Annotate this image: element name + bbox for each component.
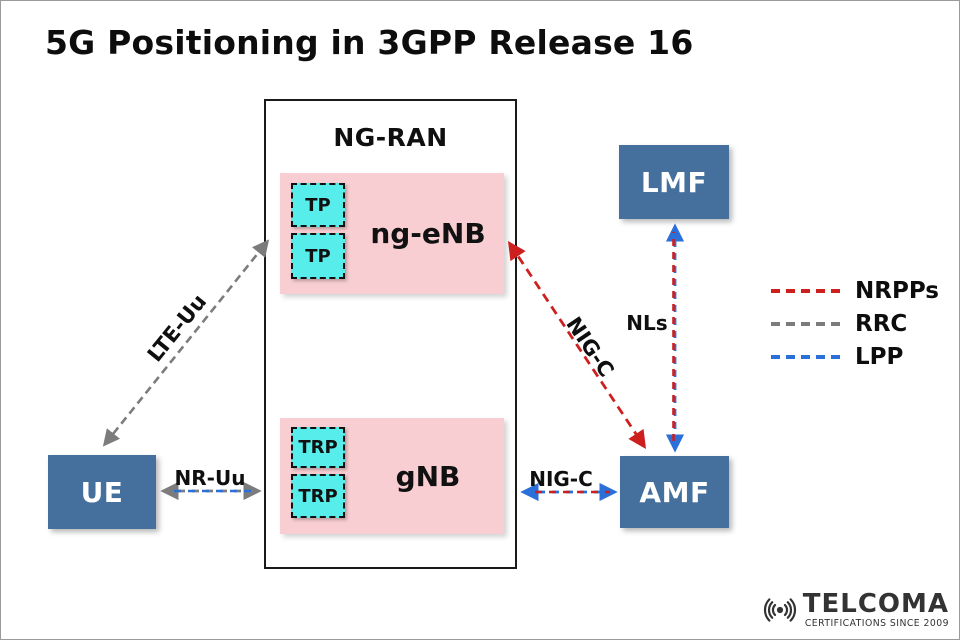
logo-brand: TELCOMA (802, 589, 949, 620)
lmf-node: LMF (619, 145, 729, 219)
legend-label-nrpps: NRPPs (855, 278, 939, 304)
ue-node: UE (48, 455, 156, 529)
ng-ran-container: NG-RAN TP TP ng-eNB TRP TRP gNB (264, 99, 517, 569)
nr-uu-label: NR-Uu (174, 466, 246, 490)
page-title: 5G Positioning in 3GPP Release 16 (45, 23, 694, 62)
logo-text: TELCOMA CERTIFICATIONS SINCE 2009 (803, 591, 949, 628)
trp-node-1: TRP (291, 427, 345, 468)
logo-tagline: CERTIFICATIONS SINCE 2009 (804, 618, 949, 630)
nig-c-horizontal-label: NIG-C (529, 467, 593, 491)
nig-c-diagonal-label: NIG-C (561, 312, 619, 382)
lpp-line-swatch (771, 355, 845, 359)
ng-ran-label: NG-RAN (333, 123, 448, 152)
legend-item-rrc: RRC (771, 311, 939, 337)
lte-uu-link (102, 239, 270, 447)
tp-node-1: TP (291, 183, 345, 227)
legend-label-rrc: RRC (855, 311, 908, 337)
legend-item-nrpps: NRPPs (771, 278, 939, 304)
nrpps-line-swatch (771, 289, 845, 293)
tp-node-2: TP (291, 233, 345, 279)
legend-item-lpp: LPP (771, 344, 939, 370)
rrc-line-swatch (771, 322, 845, 326)
gnb-label: gNB (395, 459, 461, 493)
legend-label-lpp: LPP (855, 344, 904, 370)
ng-enb-label: ng-eNB (370, 217, 486, 250)
telcoma-logo: TELCOMA CERTIFICATIONS SINCE 2009 (760, 590, 949, 630)
legend: NRPPs RRC LPP (771, 278, 939, 370)
lte-uu-label: LTE-Uu (142, 289, 212, 367)
trp-node-2: TRP (291, 474, 345, 518)
amf-node: AMF (620, 456, 729, 528)
radio-waves-icon (763, 598, 796, 622)
ng-enb-node: TP TP ng-eNB (280, 173, 504, 294)
gnb-node: TRP TRP gNB (280, 418, 504, 534)
nls-label: NLs (626, 311, 668, 335)
